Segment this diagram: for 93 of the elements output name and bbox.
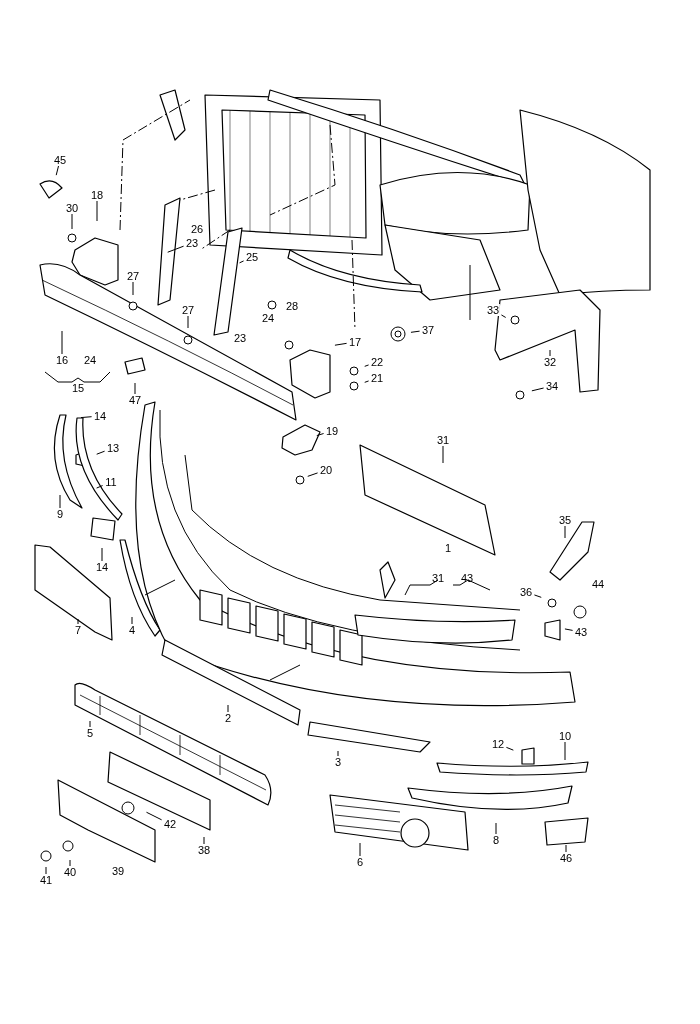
callout-number: 14 — [92, 410, 108, 422]
callout-number: 35 — [557, 514, 573, 526]
leader-line — [203, 836, 205, 845]
callout-number: 47 — [127, 394, 143, 406]
leader-line — [71, 213, 73, 230]
leader-line — [410, 330, 421, 333]
callout-number: 21 — [369, 372, 385, 384]
leader-line — [89, 720, 91, 728]
callout-number: 33 — [485, 304, 501, 316]
leader-line — [359, 842, 361, 857]
part-number: 1 — [444, 542, 452, 554]
callout-number: 8 — [491, 834, 501, 846]
leader-line — [307, 472, 319, 477]
leader-line — [565, 844, 567, 853]
leader-line — [316, 433, 325, 437]
callout-number: 10 — [557, 730, 573, 742]
callout-number: 9 — [55, 508, 65, 520]
leader-line — [564, 741, 566, 761]
leader-line — [77, 618, 79, 625]
leader-line — [45, 866, 47, 875]
callout-number: 5 — [85, 727, 95, 739]
leader-line — [500, 314, 507, 318]
leader-line — [564, 525, 566, 539]
callout-number: 14 — [94, 561, 110, 573]
leader-line — [533, 594, 542, 598]
callout-number: 27 — [180, 304, 196, 316]
callout-number: 19 — [324, 425, 340, 437]
part-number: 15 — [71, 382, 85, 394]
leader-line — [96, 450, 106, 455]
part-number: 31 — [431, 572, 445, 584]
callout-number: 37 — [420, 324, 436, 336]
leader-line — [132, 281, 134, 296]
part-number: 39 — [111, 865, 125, 877]
leader-line — [549, 349, 551, 357]
leader-line — [145, 811, 163, 821]
leader-line — [69, 859, 71, 867]
callout-number: 45 — [52, 154, 68, 166]
leader-line — [227, 704, 229, 713]
callout-number: 6 — [355, 856, 365, 868]
leader-line — [55, 165, 59, 176]
callout-number: 30 — [64, 202, 80, 214]
leader-line — [364, 364, 370, 367]
callout-number: 38 — [196, 844, 212, 856]
callout-number: 36 — [518, 586, 534, 598]
leader-line — [531, 387, 545, 392]
leader-line — [187, 315, 189, 329]
callout-number: 27 — [125, 270, 141, 282]
leader-line — [101, 547, 103, 562]
callout-number: 3 — [333, 756, 343, 768]
leader-line — [96, 485, 104, 489]
part-number: 24 — [261, 312, 275, 324]
leader-line — [564, 628, 574, 631]
callout-number: 7 — [73, 624, 83, 636]
callout-number: 12 — [490, 738, 506, 750]
callout-number: 4 — [127, 624, 137, 636]
callout-number: 17 — [347, 336, 363, 348]
callout-number: 31 — [435, 434, 451, 446]
part-number: 28 — [285, 300, 299, 312]
leader-line — [131, 616, 133, 625]
callout-number: 2 — [223, 712, 233, 724]
leader-line — [334, 342, 348, 346]
leader-line — [337, 750, 339, 757]
callout-number: 25 — [244, 251, 260, 263]
leader-line — [505, 746, 514, 751]
callout-number: 34 — [544, 380, 560, 392]
callout-number: 16 — [54, 354, 70, 366]
callout-number: 18 — [89, 189, 105, 201]
callout-number: 46 — [558, 852, 574, 864]
leader-line — [59, 494, 61, 509]
part-number: 26 — [190, 223, 204, 235]
callout-number: 22 — [369, 356, 385, 368]
leader-line — [80, 416, 93, 419]
leader-line — [495, 822, 497, 835]
leader-line — [239, 260, 245, 264]
callout-number: 41 — [38, 874, 54, 886]
callout-number: 40 — [62, 866, 78, 878]
part-number: 24 — [83, 354, 97, 366]
callout-number: 32 — [542, 356, 558, 368]
callout-number: 13 — [105, 442, 121, 454]
callout-number: 11 — [104, 476, 118, 488]
leader-line — [96, 200, 98, 222]
leader-line — [61, 330, 63, 355]
callout-number: 43 — [573, 626, 589, 638]
callout-number: 23 — [184, 237, 200, 249]
leader-line — [134, 382, 136, 395]
part-number: 43 — [460, 572, 474, 584]
callout-number: 42 — [162, 818, 178, 830]
part-number: 23 — [233, 332, 247, 344]
leader-line — [442, 445, 444, 464]
callout-number: 20 — [318, 464, 334, 476]
leader-line — [364, 380, 370, 383]
part-number: 44 — [591, 578, 605, 590]
leader-line — [167, 245, 185, 253]
